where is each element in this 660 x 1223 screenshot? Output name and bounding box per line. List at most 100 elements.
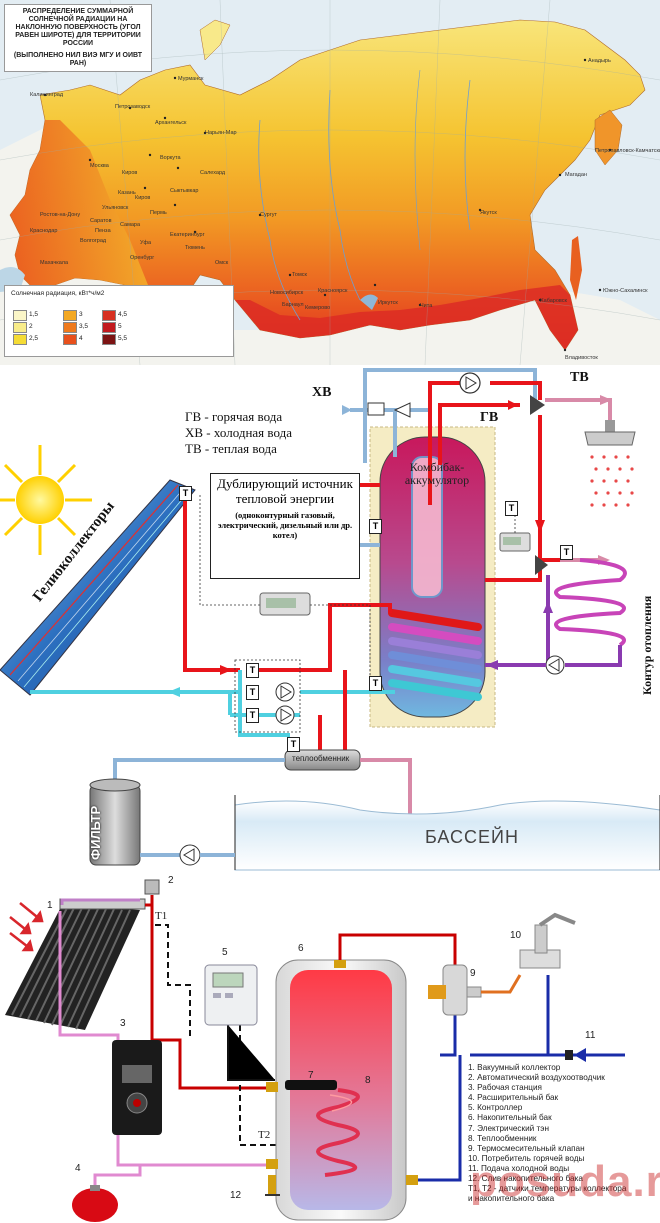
- backup-heater-box: Дублирующий источник тепловой энергии (о…: [210, 473, 360, 579]
- legend-line: 12. Слив накопительного бака: [468, 1174, 583, 1184]
- legend-line: 5. Контроллер: [468, 1103, 523, 1113]
- temp-sensor: T: [246, 708, 259, 723]
- city-label: Пермь: [150, 210, 167, 216]
- label-10: 10: [510, 930, 522, 941]
- label-hv: ХВ: [312, 385, 332, 400]
- city-label: Петропавловск-Камчатский: [595, 148, 660, 154]
- legend-swatch: [13, 310, 27, 321]
- solar-collector-panel: [0, 479, 196, 696]
- scheme2-graphic: [5, 879, 625, 1222]
- city-label: Кемерово: [305, 305, 331, 311]
- legend-line: 6. Накопительный бак: [468, 1113, 552, 1123]
- label-t2: T2: [258, 1129, 271, 1141]
- pump-icon: [459, 372, 481, 394]
- label-6: 6: [298, 943, 304, 954]
- legend-label: 2,5: [29, 335, 39, 342]
- pump-station: [112, 1040, 162, 1135]
- legend-hv: ХВ - холодная вода: [185, 425, 292, 440]
- city-label: Магадан: [565, 172, 587, 178]
- legend-line: T1, T2 - датчики температуры коллектора: [468, 1184, 627, 1194]
- map-title-text: РАСПРЕДЕЛЕНИЕ СУММАРНОЙ СОЛНЕЧНОЙ РАДИАЦ…: [15, 8, 141, 47]
- pool-label: БАССЕЙН: [425, 827, 519, 847]
- city-label: Салехард: [200, 170, 226, 176]
- filter-label: ФИЛЬТР: [88, 805, 103, 860]
- legend-swatch: [63, 310, 77, 321]
- map-title: РАСПРЕДЕЛЕНИЕ СУММАРНОЙ СОЛНЕЧНОЙ РАДИАЦ…: [4, 4, 152, 72]
- vacuum-collector: [5, 898, 146, 1030]
- city-label: Южно-Сахалинск: [603, 288, 648, 294]
- backup-title: Дублирующий источник тепловой энергии: [217, 476, 353, 506]
- city-label: Якутск: [480, 210, 497, 216]
- label-t1: T1: [155, 910, 168, 922]
- city-label: Барнаул: [282, 302, 304, 308]
- scheme1-graphic: [0, 368, 660, 871]
- label-4: 4: [75, 1163, 81, 1174]
- temp-sensor: T: [369, 519, 382, 534]
- city-label: Анадырь: [588, 58, 611, 64]
- city-label: Краснодар: [30, 228, 58, 234]
- city-label: Калининград: [30, 92, 64, 98]
- legend-label: 4: [79, 335, 83, 342]
- city-label: Тюмень: [185, 245, 205, 251]
- city-label: Ростов-на-Дону: [40, 212, 81, 218]
- label-1: 1: [47, 900, 53, 911]
- map-subtitle: (ВЫПОЛНЕНО НИЛ ВИЭ МГУ И ОИВТ РАН): [13, 52, 143, 67]
- legend-line: и накопительного бака: [468, 1194, 555, 1204]
- controller-unit: [204, 964, 258, 1026]
- city-label: Саратов: [90, 218, 112, 224]
- solar-radiation-map: РАСПРЕДЕЛЕНИЕ СУММАРНОЙ СОЛНЕЧНОЙ РАДИАЦ…: [0, 0, 660, 365]
- legend-line: 1. Вакуумный коллектор: [468, 1063, 561, 1072]
- legend-title: Солнечная радиация, кВт*ч/м2: [11, 290, 105, 297]
- label-9: 9: [470, 968, 476, 979]
- heating-scheme-pool: ХВ ТВ ГВ ГВ - горячая вода ХВ - холодная…: [0, 365, 660, 875]
- city-label: Уфа: [140, 240, 152, 246]
- city-label: Казань: [118, 190, 136, 196]
- city-label: Пенза: [95, 228, 111, 234]
- legend-label: 5,5: [118, 335, 128, 342]
- temp-sensor: T: [369, 676, 382, 691]
- city-label: Москва: [90, 163, 109, 169]
- legend-label: 5: [118, 323, 122, 330]
- city-label: Махачкала: [40, 260, 69, 266]
- thermostatic-valve: [428, 964, 482, 1016]
- label-tv: ТВ: [570, 370, 589, 385]
- legend-swatch: [102, 322, 116, 333]
- legend-label: 1,5: [29, 311, 39, 318]
- label-5: 5: [222, 947, 228, 958]
- city-label: Иркутск: [378, 300, 398, 306]
- legend-label: 3,5: [79, 323, 89, 330]
- city-label: Красноярск: [318, 288, 348, 294]
- label-gv: ГВ: [480, 410, 499, 425]
- legend-label: 3: [79, 311, 83, 318]
- legend-swatch: [13, 322, 27, 333]
- legend-swatch: [102, 334, 116, 345]
- legend-line: 8. Теплообменник: [468, 1133, 537, 1143]
- city-label: Волгоград: [80, 238, 107, 244]
- label-2: 2: [168, 875, 174, 886]
- legend-line: 7. Электрический тэн: [468, 1123, 549, 1133]
- tank-label: Комбибак-аккумулятор: [404, 460, 470, 487]
- heat-exchanger-label: теплообменник: [292, 754, 350, 763]
- temp-sensor: T: [287, 737, 300, 752]
- city-label: Хабаровск: [540, 298, 567, 304]
- shower-head-icon: [584, 420, 636, 507]
- city-label: Ульяновск: [102, 205, 129, 211]
- expansion-tank: [72, 1185, 118, 1222]
- label-11: 11: [585, 1030, 596, 1041]
- legend-line: 4. Расширительный бак: [468, 1093, 559, 1103]
- legend-swatch: [13, 334, 27, 345]
- city-label: Владивосток: [565, 355, 598, 361]
- heating-circuit-label: Контур отопления: [640, 595, 654, 695]
- legend-swatch: [63, 322, 77, 333]
- city-label: Омск: [215, 260, 229, 266]
- legend-swatch: [102, 310, 116, 321]
- city-label: Сургут: [260, 212, 277, 218]
- city-label: Томск: [292, 272, 307, 278]
- sun-icon: [0, 445, 92, 555]
- city-label: Воркута: [160, 155, 181, 161]
- temp-sensor: T: [179, 486, 192, 501]
- city-label: Киров: [122, 170, 138, 176]
- legend-line: 2. Автоматический воздухоотводчик: [468, 1073, 605, 1083]
